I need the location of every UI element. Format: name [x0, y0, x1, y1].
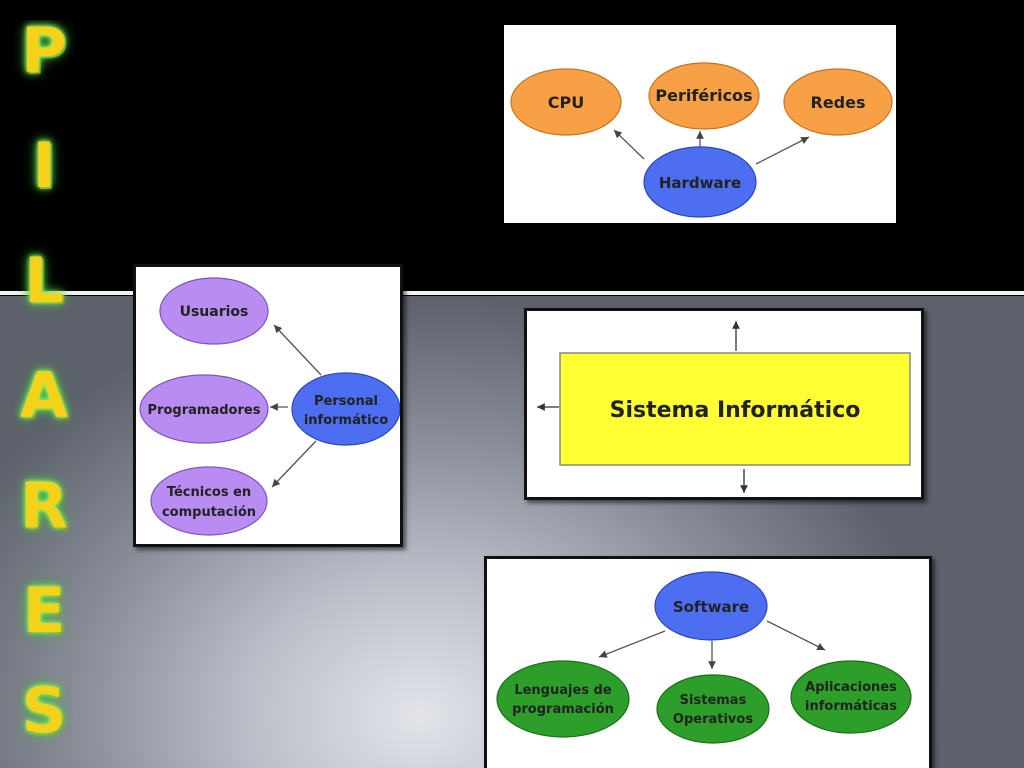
node-label: Usuarios [180, 304, 249, 320]
node-label: Periféricos [655, 86, 752, 105]
node-cpu [510, 68, 622, 136]
node-programadores [139, 374, 269, 444]
node-label: informático [304, 413, 388, 428]
node-sistemas-operativos [656, 674, 770, 744]
sistema-diagram: Sistema Informático [524, 308, 924, 500]
node-label: Técnicos en [167, 485, 251, 500]
hardware-diagram: CPU Periféricos Redes Hardware [504, 25, 896, 223]
node-label: Redes [811, 93, 866, 112]
node-lenguajes [496, 660, 630, 738]
title-letter: I [32, 129, 56, 202]
node-label: Sistemas [680, 693, 747, 708]
edge-personal-usuarios [273, 324, 322, 376]
node-label: programación [512, 702, 614, 717]
software-svg: Software Lenguajes de programación Siste… [496, 571, 912, 744]
personal-diagram: Usuarios Programadores Técnicos en compu… [133, 264, 403, 547]
node-label: informáticas [805, 699, 897, 714]
node-label: Personal [314, 394, 378, 409]
node-label: computación [162, 505, 256, 520]
software-diagram: Software Lenguajes de programación Siste… [484, 556, 932, 768]
node-label: Aplicaciones [805, 680, 897, 695]
edge-hardware-redes [755, 136, 810, 165]
sistema-svg: Sistema Informático [537, 321, 911, 493]
title-letter: P [21, 20, 67, 87]
edge-personal-tecnicos [271, 440, 317, 488]
personal-svg: Usuarios Programadores Técnicos en compu… [139, 277, 400, 536]
node-usuarios [159, 277, 269, 345]
title-letter: L [24, 244, 64, 317]
node-label: Lenguajes de [514, 683, 612, 698]
node-label: Programadores [148, 403, 261, 418]
edge-hardware-cpu [613, 129, 645, 160]
title-letter: A [20, 359, 68, 432]
title-letter: S [21, 674, 67, 747]
edge-software-aplicaciones [766, 620, 826, 651]
title-letter: R [20, 469, 68, 542]
node-label: Hardware [659, 174, 741, 192]
node-aplicaciones [790, 660, 912, 734]
horizontal-divider [0, 291, 1024, 295]
node-label: CPU [548, 93, 584, 112]
node-personal-informatico [291, 372, 400, 446]
node-hardware [643, 146, 757, 218]
sistema-label: Sistema Informático [610, 398, 861, 423]
hardware-svg: CPU Periféricos Redes Hardware [510, 62, 893, 218]
node-label: Software [673, 598, 749, 616]
node-redes [783, 68, 893, 136]
node-label: Operativos [673, 712, 753, 727]
node-software [654, 571, 768, 641]
sistema-box [559, 352, 911, 466]
node-perifericos [648, 62, 760, 130]
vertical-title: P I L A R E S [14, 20, 74, 768]
node-tecnicos [150, 466, 268, 536]
title-letter: E [22, 574, 66, 647]
edge-software-lenguajes [598, 630, 666, 658]
